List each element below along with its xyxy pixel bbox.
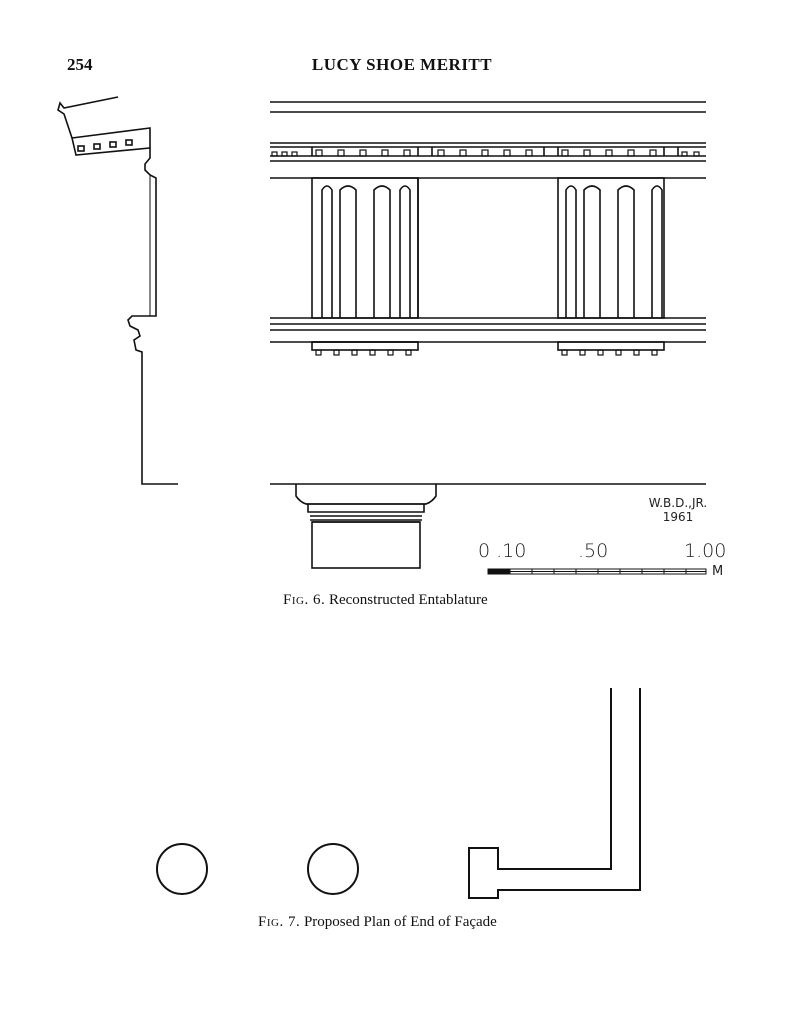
facade-plan	[156, 688, 641, 899]
figure-7-caption: Fig. 7. Proposed Plan of End of Façade	[258, 914, 497, 931]
scale-label: 1.00	[684, 540, 727, 562]
page-number: 254	[67, 55, 93, 74]
running-head: LUCY SHOE MERITT	[311, 55, 493, 74]
figure-7-caption-text: Proposed Plan of End of Façade	[303, 914, 497, 930]
figure-6-caption-text: Reconstructed Entablature	[328, 592, 488, 608]
entablature-section-profile	[57, 96, 178, 485]
draftsman-signature: W.B.D.,JR. 1961	[648, 496, 708, 524]
column-circle	[307, 843, 359, 895]
column-capital	[295, 484, 437, 569]
column-circle	[156, 843, 208, 895]
figure-6-caption: Fig. 6. Reconstructed Entablature	[283, 592, 488, 609]
entablature-elevation	[270, 101, 706, 485]
figure-7-label: Fig. 7.	[258, 914, 301, 930]
scale-unit: M	[712, 564, 724, 579]
scale-label: .50	[578, 540, 609, 562]
figure-6-label: Fig. 6.	[283, 592, 326, 608]
scale-bar	[487, 568, 707, 575]
scale-label: 0 .10	[478, 540, 527, 562]
